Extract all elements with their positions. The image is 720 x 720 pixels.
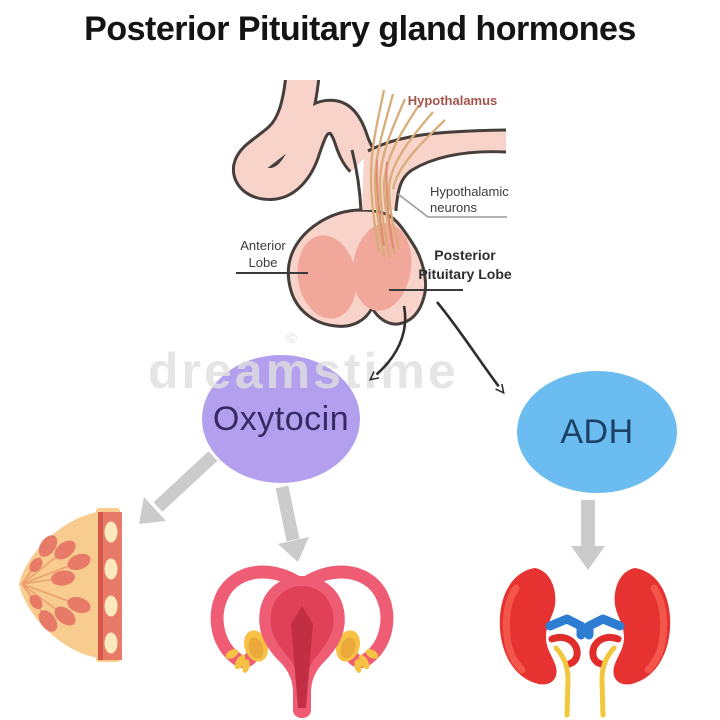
oxytocin-bubble: Oxytocin [202,355,360,483]
hypothalamus-label-text: Hypothalamus [407,93,498,108]
hypothalamus-label: Hypothalamus [405,93,500,109]
fimbria [358,654,370,670]
fat-oval [104,632,118,654]
page-title: Posterior Pituitary gland hormones [84,10,636,48]
neuron-fibers [369,89,446,259]
gland-lobule [54,540,76,560]
mammary-glands [29,535,91,632]
fiber-line-salmon [385,161,394,249]
neurons-pointer-line [397,193,507,218]
ovary-left-shade [248,637,264,659]
stalk-left-edge [350,149,363,212]
fimbria [354,659,362,673]
fat-oval [104,558,118,580]
arrow-oxytocin-to-uterus [275,485,309,562]
arrow-adh-to-kidneys [571,500,605,570]
adh-label: ADH [560,412,634,451]
tube-bottom-edge [394,150,507,212]
gland-lobule [29,594,43,610]
kidney-highlight [502,584,526,674]
fat-oval [104,521,118,543]
hypothalamic-neurons-label: Hypothalamic neurons [430,184,520,216]
uterus-illustration [210,565,394,718]
posterior-lobe-shape [352,223,412,311]
anterior-lobe-label: Anterior Lobe [228,237,298,271]
arrow-shaft [275,485,300,542]
arrow-oxytocin-to-breast [139,451,218,524]
anterior-label-line1: Anterior [240,238,286,253]
anterior-lobe-shape [297,235,357,319]
renal-vein-left [545,614,586,640]
renal-vein-right [584,614,625,640]
fimbriae-right [354,649,379,673]
renal-artery-right [589,633,622,668]
gland-lobule [67,596,91,614]
gland-lobule [29,557,43,573]
gland-lobule [38,610,58,632]
fiber-line [378,98,407,259]
posterior-label-line1: Posterior [434,247,496,263]
fiber-line [391,119,446,190]
fimbria [225,649,239,659]
fiber-line [387,111,434,250]
fiber-line [369,89,386,253]
gland-lobule [54,606,76,626]
ureter-right [599,645,617,718]
arrow-shaft [153,451,218,512]
breast-illustration [19,508,122,662]
fimbria [365,649,379,659]
chest-wall-edge [98,512,103,660]
fimbriae-left [225,649,250,673]
gland-lobule [51,570,75,586]
posterior-pituitary-lobe-label: Posterior Pituitary Lobe [412,246,518,284]
ureter-left [553,645,571,718]
tube-top-edge [367,128,507,153]
hook-tube [235,80,374,198]
arrow-head [571,546,605,570]
gland-lobule [67,553,91,571]
fimbria [242,659,250,673]
arrow-head [139,497,166,524]
arrow-head [278,537,309,562]
pituitary-gland-illustration [232,80,507,328]
anterior-label-line2: Lobe [248,255,278,270]
kidneys-illustration [499,562,675,718]
renal-artery-left [548,633,581,668]
fiber-line-salmon [375,159,385,247]
chest-wall-ovals [104,521,118,654]
fiber-line [373,93,395,257]
posterior-label-line2: Pituitary Lobe [418,266,512,282]
oxytocin-label: Oxytocin [212,399,350,438]
ovary-right-shade [340,637,356,659]
kidney-left [499,568,557,685]
fat-oval [104,595,118,617]
neurons-label-line2: neurons [430,200,477,215]
adh-bubble: ADH [517,371,677,493]
fimbria [234,654,246,670]
chest-wall-strip [100,512,122,660]
neurons-label-line1: Hypothalamic [430,184,509,199]
gland-lobule [38,535,58,557]
uterine-canal [291,606,313,708]
